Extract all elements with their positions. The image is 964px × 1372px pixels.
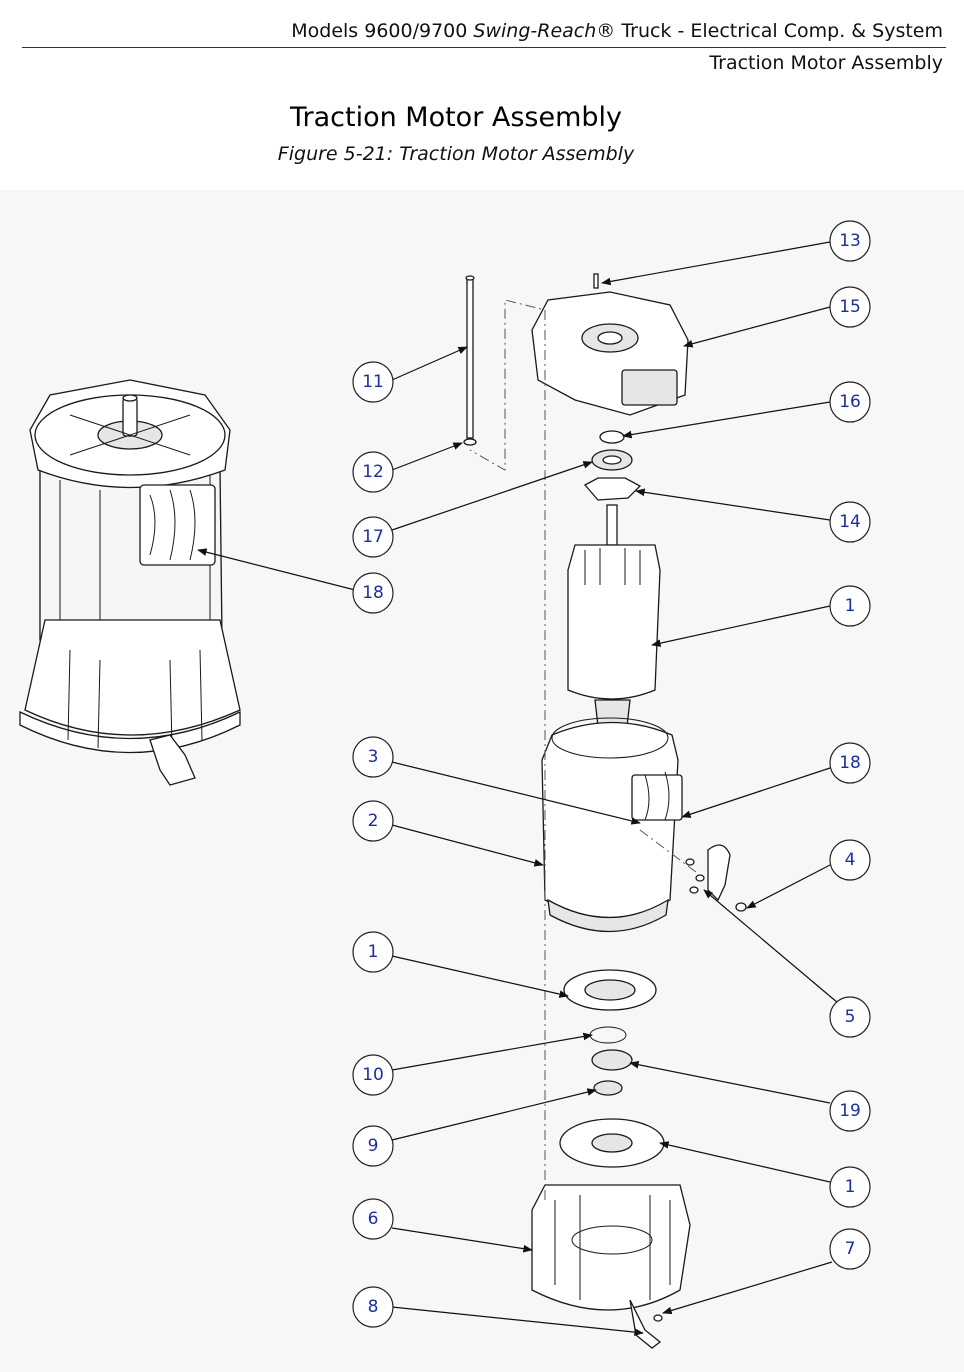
svg-text:9: 9 xyxy=(368,1136,379,1156)
svg-text:1: 1 xyxy=(845,1177,856,1197)
callout-17: 17 xyxy=(352,516,394,558)
assembled-motor-illustration xyxy=(19,379,241,786)
callout-6: 6 xyxy=(352,1198,394,1240)
callout-14: 14 xyxy=(829,501,871,543)
svg-text:7: 7 xyxy=(845,1239,856,1259)
svg-text:16: 16 xyxy=(839,392,861,412)
svg-text:14: 14 xyxy=(839,512,861,532)
svg-text:1: 1 xyxy=(368,942,379,962)
svg-text:6: 6 xyxy=(368,1209,379,1229)
svg-text:18: 18 xyxy=(839,753,861,773)
callout-5: 5 xyxy=(829,996,871,1038)
callout-bubbles: 13 15 11 16 12 17 14 18 1 3 18 2 4 1 5 1… xyxy=(352,220,871,1328)
svg-text:1: 1 xyxy=(845,596,856,616)
svg-text:2: 2 xyxy=(368,811,379,831)
header-divider xyxy=(22,47,946,48)
callout-2: 2 xyxy=(352,800,394,842)
svg-text:15: 15 xyxy=(839,297,861,317)
svg-text:3: 3 xyxy=(368,747,379,767)
callout-4: 4 xyxy=(829,839,871,881)
document-header-models: Models 9600/9700 Swing-Reach® Truck - El… xyxy=(291,20,943,42)
callout-9: 9 xyxy=(352,1125,394,1167)
header-models-italic: Swing-Reach xyxy=(473,20,597,42)
page-title: Traction Motor Assembly xyxy=(289,102,623,133)
svg-text:18: 18 xyxy=(362,583,384,603)
callout-12: 12 xyxy=(352,451,394,493)
svg-text:13: 13 xyxy=(839,231,861,251)
header-models-suffix: ® Truck - Electrical Comp. & System xyxy=(596,20,943,42)
callout-16: 16 xyxy=(829,381,871,423)
callout-19: 19 xyxy=(829,1090,871,1132)
callout-11: 11 xyxy=(352,361,394,403)
callout-10: 10 xyxy=(352,1054,394,1096)
callout-8: 8 xyxy=(352,1286,394,1328)
svg-text:4: 4 xyxy=(845,850,856,870)
callout-3: 3 xyxy=(352,736,394,778)
exploded-parts-illustration xyxy=(463,273,747,1349)
callout-1: 1 xyxy=(352,931,394,973)
callout-1: 1 xyxy=(829,1166,871,1208)
callout-15: 15 xyxy=(829,286,871,328)
svg-text:11: 11 xyxy=(362,372,384,392)
svg-text:8: 8 xyxy=(368,1297,379,1317)
callout-1: 1 xyxy=(829,585,871,627)
svg-text:19: 19 xyxy=(839,1101,861,1121)
callout-13: 13 xyxy=(829,220,871,262)
svg-text:10: 10 xyxy=(362,1065,384,1085)
document-header-section: Traction Motor Assembly xyxy=(709,52,943,74)
header-models-prefix: Models 9600/9700 xyxy=(291,20,474,42)
svg-text:12: 12 xyxy=(362,462,384,482)
callout-18: 18 xyxy=(352,572,394,614)
figure-caption: Figure 5-21: Traction Motor Assembly xyxy=(277,143,635,165)
svg-text:17: 17 xyxy=(362,527,384,547)
svg-text:5: 5 xyxy=(845,1007,856,1027)
callout-18: 18 xyxy=(829,742,871,784)
leader-lines xyxy=(197,241,839,1336)
callout-7: 7 xyxy=(829,1228,871,1270)
